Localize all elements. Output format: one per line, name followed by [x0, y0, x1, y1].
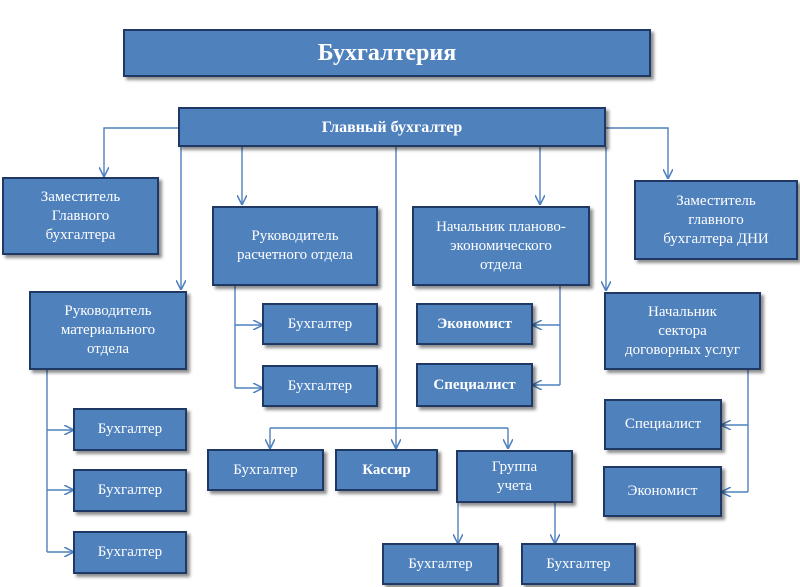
material-accountant-2: Бухгалтер	[73, 469, 187, 512]
settlement-accountant-2: Бухгалтер	[262, 365, 378, 407]
accounting-group-node: Группа учета	[456, 450, 573, 503]
group-accountant-1: Бухгалтер	[382, 543, 499, 585]
head-settlement-node: Руководитель расчетного отдела	[212, 206, 378, 286]
deputy-chief-node: Заместитель Главного бухгалтера	[2, 177, 159, 255]
group-accountant-2: Бухгалтер	[521, 543, 636, 585]
department-title: Бухгалтерия	[123, 29, 651, 77]
head-material-node: Руководитель материального отдела	[29, 291, 187, 370]
head-contract-node: Начальник сектора договорных услуг	[604, 292, 761, 370]
material-accountant-1: Бухгалтер	[73, 408, 187, 451]
cashier-node: Кассир	[335, 449, 438, 491]
planning-economist: Экономист	[416, 303, 533, 345]
chief-accountant-node: Главный бухгалтер	[178, 107, 606, 147]
contract-specialist: Специалист	[604, 399, 722, 450]
settlement-accountant-1: Бухгалтер	[262, 303, 378, 345]
deputy-chief-dni-node: Заместитель главного бухгалтера ДНИ	[634, 180, 798, 260]
center-accountant: Бухгалтер	[207, 449, 324, 491]
head-planning-node: Начальник планово- экономического отдела	[412, 206, 590, 286]
planning-specialist: Специалист	[416, 363, 533, 407]
contract-economist: Экономист	[603, 466, 722, 517]
material-accountant-3: Бухгалтер	[73, 531, 187, 574]
